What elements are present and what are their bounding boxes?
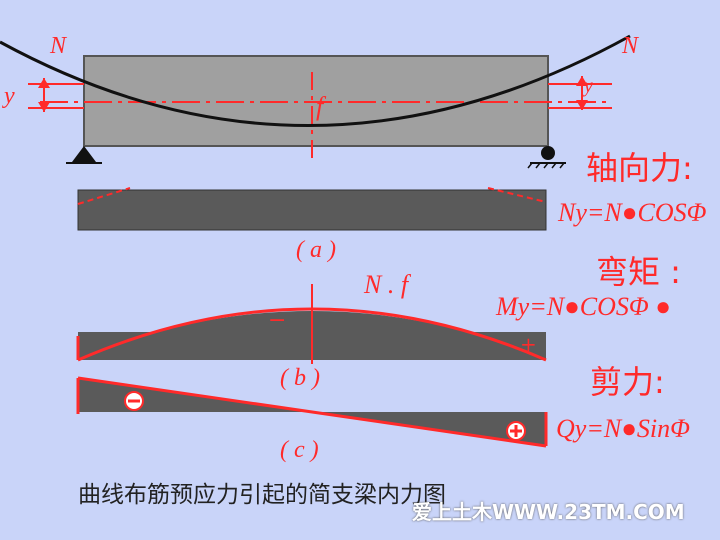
label-sub-c: ( c )	[280, 437, 319, 463]
shear-line	[77, 376, 547, 448]
moment-title: 弯矩 :	[596, 253, 681, 291]
roller-support	[541, 146, 555, 160]
label-sub-a: ( a )	[296, 237, 336, 263]
y-arrowhead-left-bottom	[38, 102, 50, 112]
label-n-right: N	[622, 33, 639, 59]
label-y-left: y	[4, 83, 15, 109]
y-arrowhead-left-top	[38, 78, 50, 88]
moment-formula: My=N●COSΦ ●	[496, 292, 671, 321]
label-y-right: y	[584, 75, 593, 97]
axial-force-title: 轴向力:	[586, 149, 693, 187]
axial-left-taper	[77, 187, 131, 205]
shear-formula: Qy=N●SinΦ	[556, 414, 690, 443]
prestress-cable-curve	[0, 34, 631, 127]
axial-force-formula: Ny=N●COSΦ	[558, 198, 707, 227]
label-sub-b: ( b )	[280, 365, 320, 391]
y-arrowhead-right-bottom	[576, 100, 588, 110]
label-minus: −	[268, 308, 287, 333]
watermark: 爱上土木WWW.23TM.COM	[412, 500, 685, 524]
pin-support	[72, 146, 96, 162]
label-nf: N . f	[364, 270, 409, 299]
figure-caption: 曲线布筋预应力引起的简支梁内力图	[78, 482, 446, 508]
axial-force-diagram	[77, 189, 547, 231]
shear-title: 剪力:	[590, 363, 665, 401]
y-arrowhead-right-top	[576, 76, 588, 86]
label-f: f	[316, 92, 324, 121]
roller-hatch	[527, 162, 565, 169]
label-plus: +	[520, 332, 537, 356]
label-n-left: N	[50, 33, 67, 59]
